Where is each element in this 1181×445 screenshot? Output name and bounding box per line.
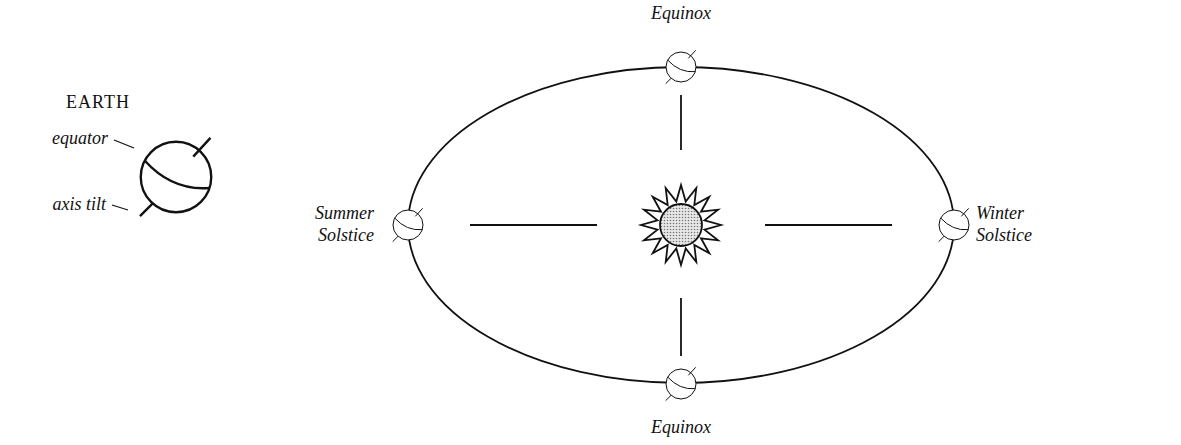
guide-lines: [470, 95, 892, 356]
sun-rays: [641, 185, 721, 265]
orbit-earths: [393, 50, 969, 400]
sun-symbol: [641, 185, 721, 265]
season-label: Winter Solstice: [976, 203, 1066, 246]
orbit: [408, 67, 954, 383]
title-label: EARTH: [66, 92, 130, 114]
leader-line: [114, 140, 134, 148]
sun-disc: [660, 204, 702, 246]
season-label: Summer Solstice: [284, 203, 374, 246]
part-label: axis tilt: [53, 194, 107, 216]
season-label: Equinox: [651, 3, 711, 25]
leader-line: [112, 205, 128, 210]
part-label: equator: [52, 128, 108, 150]
season-label: Equinox: [651, 417, 711, 439]
big-earth: [140, 138, 211, 216]
